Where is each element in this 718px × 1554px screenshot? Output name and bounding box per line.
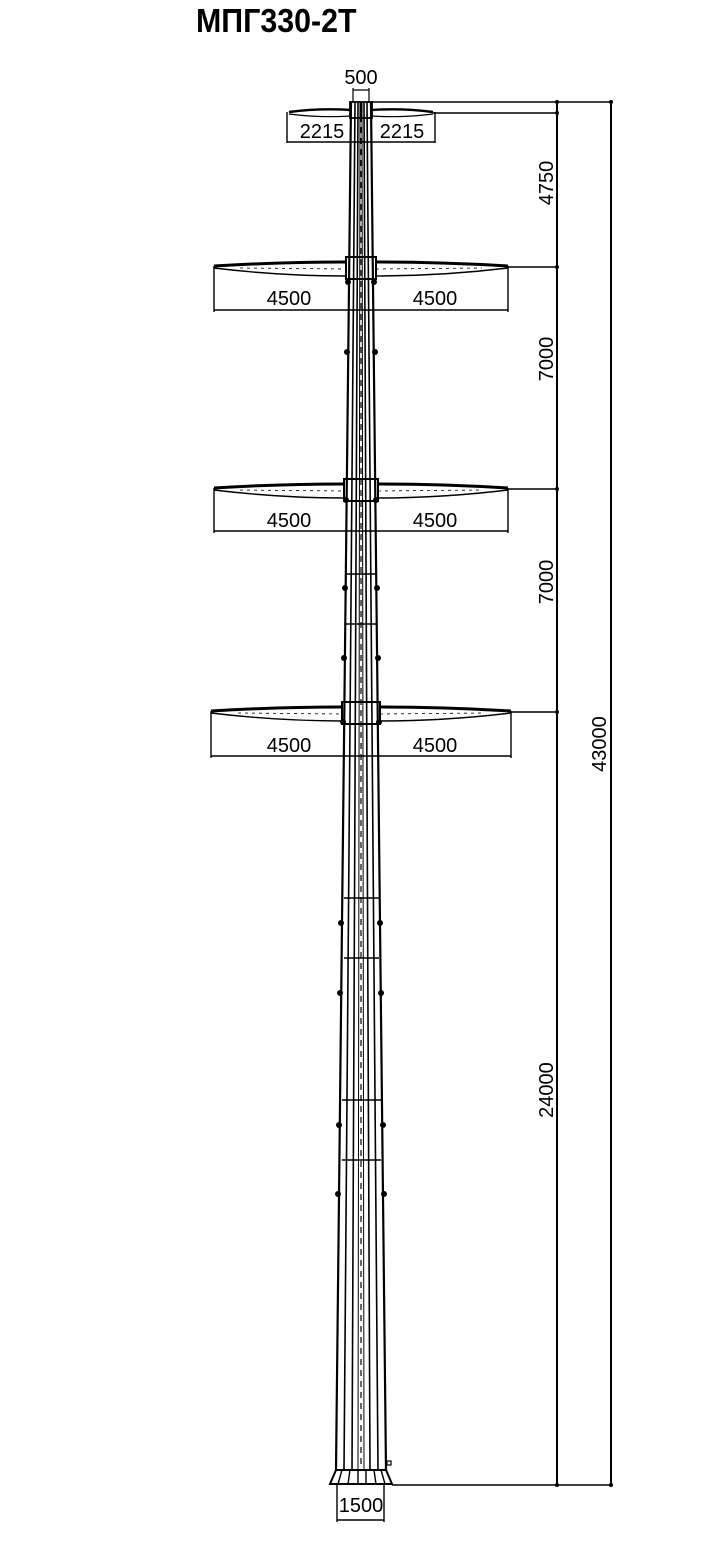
svg-text:4500: 4500	[267, 288, 312, 310]
svg-text:4750: 4750	[536, 161, 558, 206]
dim-total-height: 43000	[589, 100, 613, 1487]
svg-text:4500: 4500	[413, 288, 458, 310]
dim-crossarm-3: 4500 4500	[210, 711, 512, 758]
dim-crossarm-1: 4500 4500	[213, 266, 509, 312]
dim-base-width: 1500	[336, 1484, 385, 1522]
svg-text:1500: 1500	[339, 1495, 384, 1517]
svg-text:4500: 4500	[267, 735, 312, 757]
svg-text:24000: 24000	[536, 1062, 558, 1118]
dim-top-arms: 2215 2215	[286, 112, 436, 143]
dim-crossarm-2: 4500 4500	[213, 488, 509, 533]
pole-shaft	[334, 102, 388, 1471]
dim-extension-lines	[372, 101, 612, 1486]
svg-text:43000: 43000	[589, 716, 611, 772]
svg-text:2215: 2215	[380, 121, 425, 143]
crossarm-1	[213, 256, 509, 280]
svg-text:2215: 2215	[300, 121, 345, 143]
svg-text:500: 500	[344, 67, 377, 89]
drawing-title: МПГ330-2Т	[196, 2, 357, 39]
base-flange	[328, 1460, 394, 1485]
top-crossarm	[288, 101, 434, 119]
svg-text:4500: 4500	[267, 510, 312, 532]
dim-vertical-sections: 4750 7000 7000 24000	[536, 100, 559, 1487]
svg-text:4500: 4500	[413, 510, 458, 532]
crossarm-3	[210, 701, 512, 725]
crossarm-2	[213, 478, 509, 502]
svg-text:7000: 7000	[536, 560, 558, 605]
dim-top-width: 500	[344, 67, 378, 102]
svg-text:4500: 4500	[413, 735, 458, 757]
svg-text:7000: 7000	[536, 337, 558, 382]
